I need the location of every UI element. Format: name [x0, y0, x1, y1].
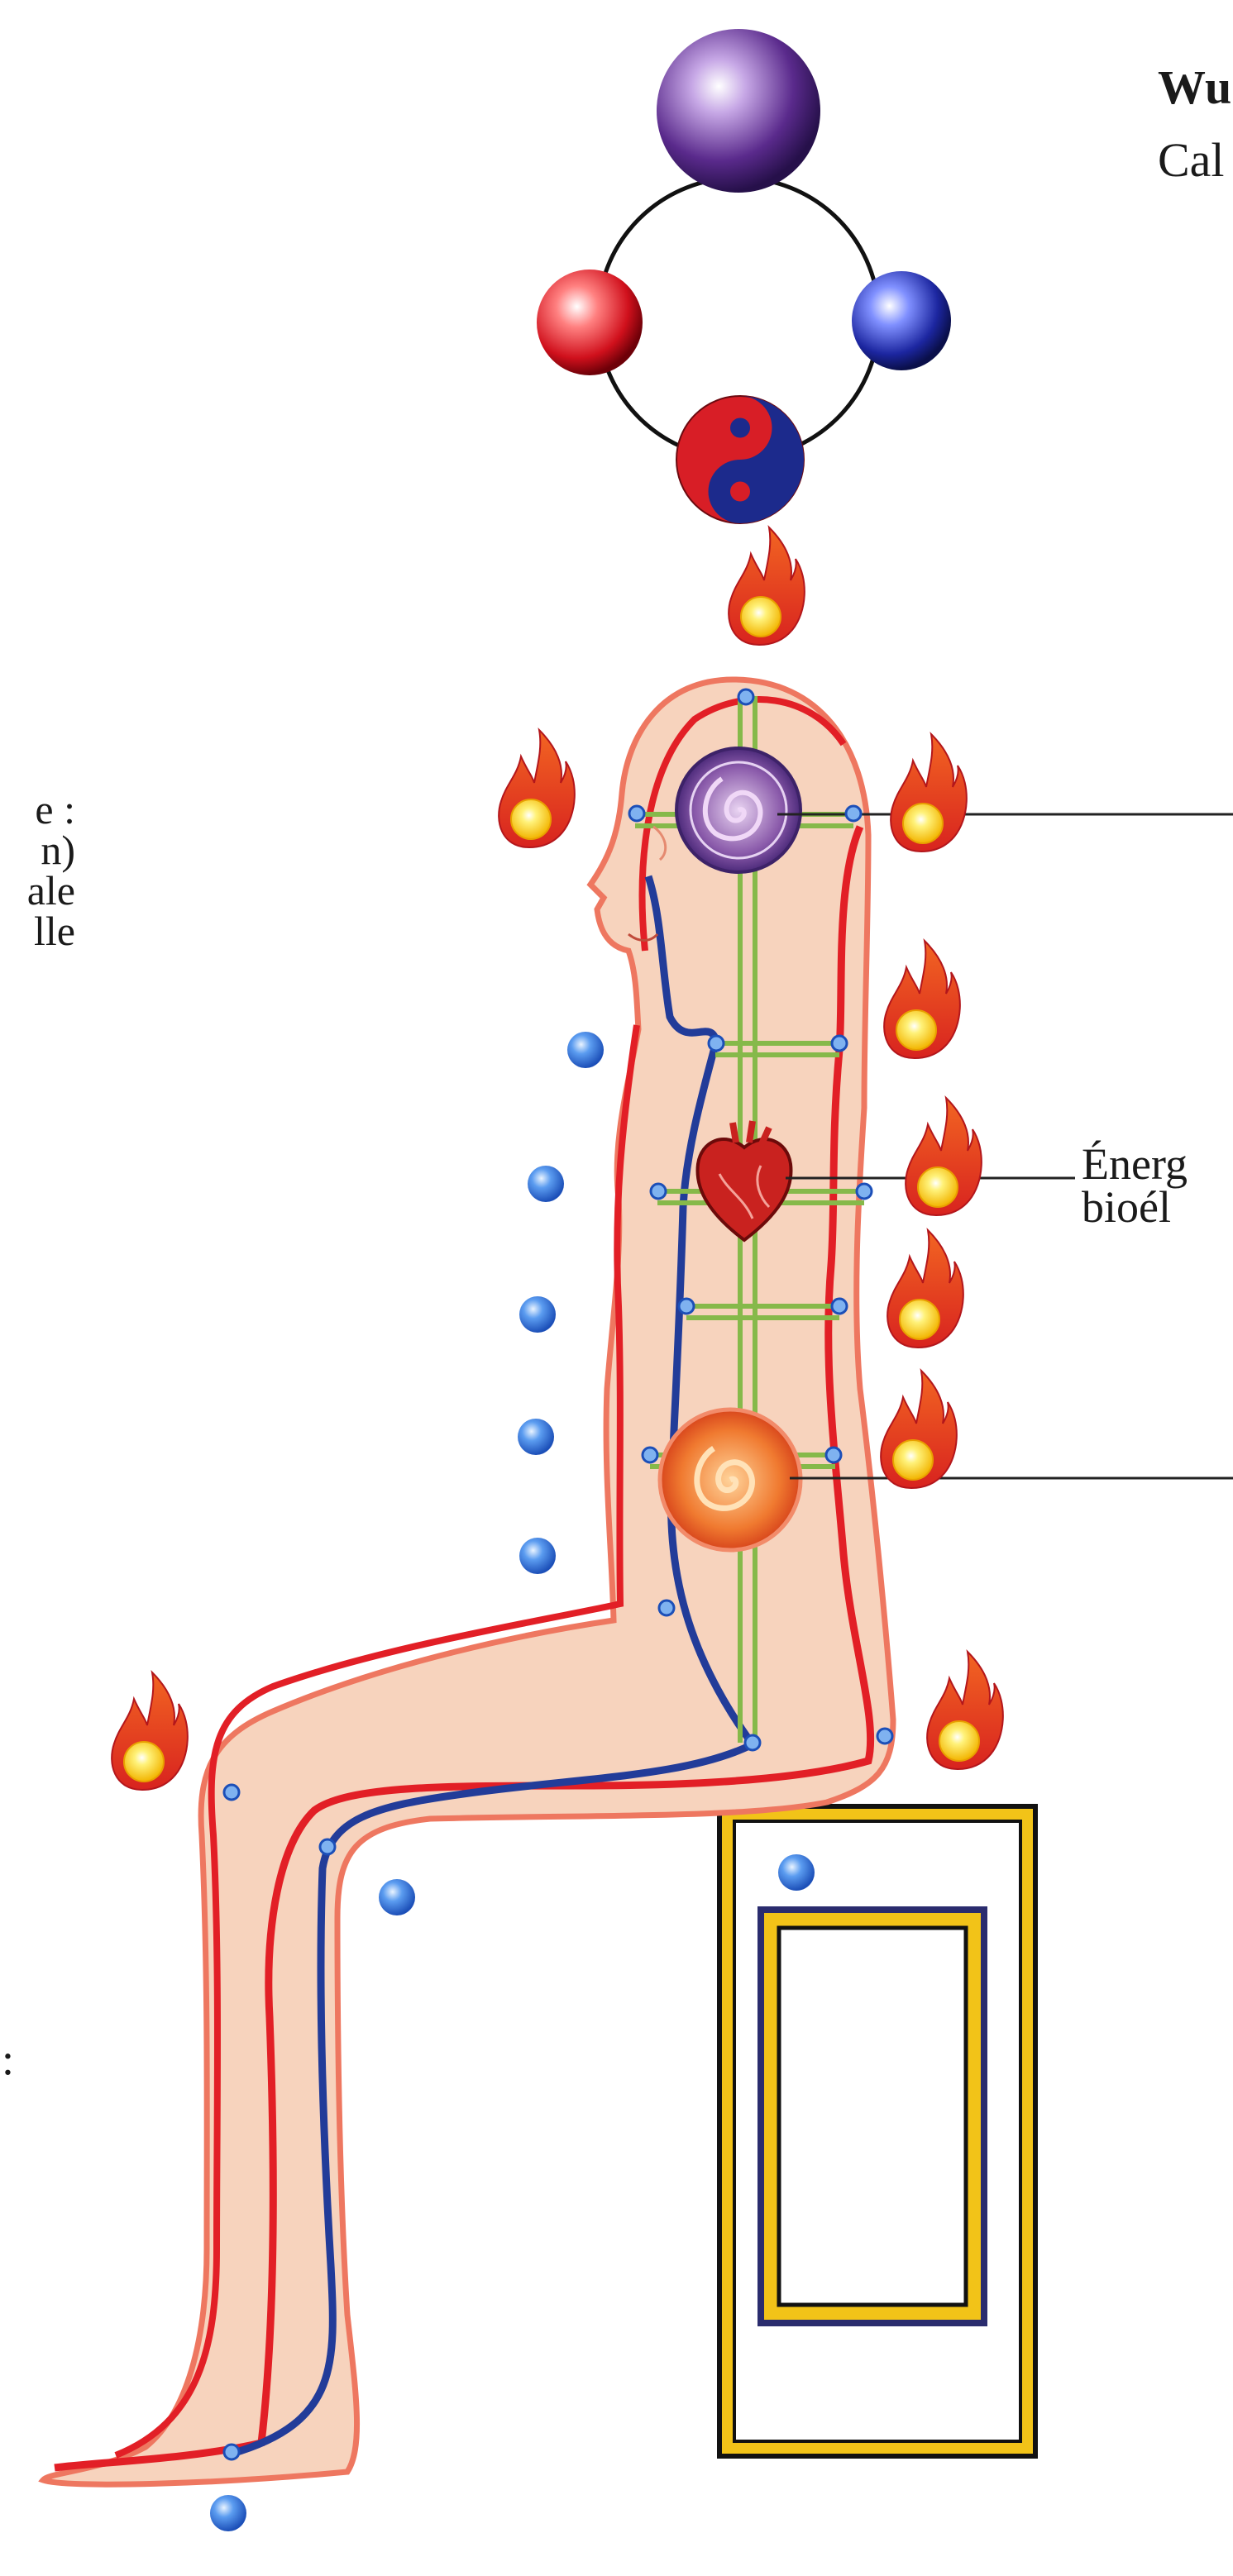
yang-sphere	[537, 270, 643, 375]
left-side-label: e : n) ale lle	[27, 789, 75, 952]
leg-label-colon: :	[2, 2035, 15, 2084]
head-spiral-icon	[675, 747, 802, 874]
flame-icon	[728, 527, 805, 646]
flame-icon	[926, 1651, 1004, 1770]
diagram-title: Wu	[1158, 60, 1232, 114]
flame-icon	[883, 940, 961, 1059]
belly-spiral-icon	[657, 1407, 803, 1553]
yin-yang-icon	[676, 395, 805, 524]
flame-icon	[880, 1370, 958, 1489]
diagram-subtitle: Cal	[1158, 133, 1225, 187]
left-label-line: lle	[34, 908, 75, 954]
flame-icon	[887, 1229, 964, 1348]
yin-sphere	[852, 271, 951, 370]
right-label-line: bioél	[1082, 1182, 1171, 1232]
left-label-line: e :	[35, 786, 75, 832]
flame-icon	[890, 733, 968, 852]
heart-icon	[695, 1120, 793, 1243]
seat-block	[717, 1804, 1038, 2459]
heaven-sphere	[657, 29, 820, 193]
flame-icon	[111, 1672, 189, 1791]
right-label-line: Énerg	[1082, 1139, 1188, 1189]
flame-icon	[498, 729, 576, 848]
left-label-line: n)	[41, 827, 75, 873]
flame-icon	[905, 1097, 982, 1216]
cosmic-ring	[537, 29, 951, 524]
left-label-line: ale	[26, 867, 75, 914]
heart-energy-label: Énerg bioél	[1082, 1139, 1188, 1232]
